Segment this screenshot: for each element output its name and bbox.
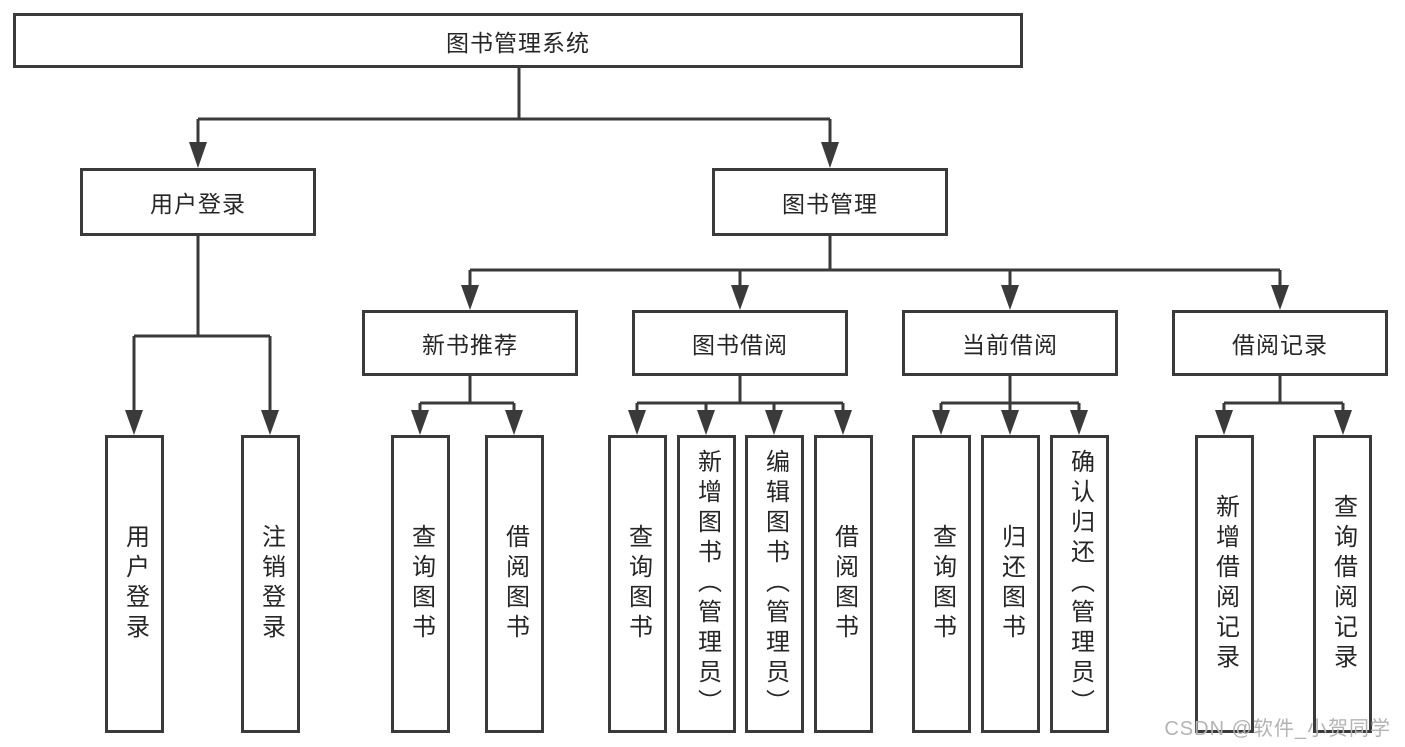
leaf-records-add-record: 新增借阅记录 xyxy=(1195,435,1254,733)
leaf-user-login: 用户登录 xyxy=(105,435,164,733)
leaf-label: 借阅图书 xyxy=(501,524,529,644)
node-library-management-system: 图书管理系统 xyxy=(13,13,1023,68)
arrowhead-icon xyxy=(628,410,646,435)
leaf-label: 查询图书 xyxy=(928,524,956,644)
arrowhead-icon xyxy=(697,410,715,435)
arrowhead-icon xyxy=(1070,410,1088,435)
arrowhead-icon xyxy=(1001,285,1019,310)
leaf-logout: 注销登录 xyxy=(241,435,300,733)
leaf-current-confirm-return-admin: 确认归还（管理员） xyxy=(1050,435,1109,733)
leaf-recommend-query-books: 查询图书 xyxy=(391,435,450,733)
watermark: CSDN @软件_小贺同学 xyxy=(1164,718,1391,740)
arrowhead-icon xyxy=(411,410,429,435)
leaf-label: 用户登录 xyxy=(121,524,149,644)
arrowhead-icon xyxy=(765,410,783,435)
leaf-label: 查询图书 xyxy=(407,524,435,644)
arrowhead-icon xyxy=(821,142,839,168)
arrowhead-icon xyxy=(261,410,279,435)
leaf-label: 归还图书 xyxy=(997,524,1025,644)
arrowhead-icon xyxy=(1271,285,1289,310)
leaf-borrowing-borrow-books: 借阅图书 xyxy=(814,435,873,733)
connector-path xyxy=(132,68,1345,411)
leaf-current-query-books: 查询图书 xyxy=(912,435,971,733)
leaf-recommend-borrow-books: 借阅图书 xyxy=(485,435,544,733)
node-book-management: 图书管理 xyxy=(712,168,948,236)
arrowhead-icon xyxy=(834,410,852,435)
arrowhead-icon xyxy=(1001,410,1019,435)
arrowhead-icon xyxy=(932,410,950,435)
arrowhead-icon xyxy=(1215,410,1233,435)
leaf-current-return-books: 归还图书 xyxy=(981,435,1040,733)
arrowhead-icon xyxy=(125,410,143,435)
arrowhead-icon xyxy=(189,142,207,168)
leaf-label: 查询借阅记录 xyxy=(1329,494,1357,674)
leaf-label: 编辑图书（管理员） xyxy=(761,449,789,719)
leaf-borrowing-edit-books-admin: 编辑图书（管理员） xyxy=(745,435,804,733)
node-borrowing-records: 借阅记录 xyxy=(1172,310,1388,376)
node-new-book-recommendation: 新书推荐 xyxy=(362,310,578,376)
arrowhead-icon xyxy=(505,410,523,435)
node-current-borrowing: 当前借阅 xyxy=(902,310,1118,376)
leaf-label: 新增借阅记录 xyxy=(1211,494,1239,674)
node-book-borrowing: 图书借阅 xyxy=(632,310,848,376)
leaf-label: 注销登录 xyxy=(257,524,285,644)
leaf-records-query-record: 查询借阅记录 xyxy=(1313,435,1372,733)
leaf-borrowing-query-books: 查询图书 xyxy=(608,435,667,733)
leaf-label: 新增图书（管理员） xyxy=(693,449,721,719)
leaf-label: 确认归还（管理员） xyxy=(1066,449,1094,719)
leaf-label: 借阅图书 xyxy=(830,524,858,644)
arrowhead-icon xyxy=(1334,410,1352,435)
arrowhead-icon xyxy=(461,285,479,310)
leaf-label: 查询图书 xyxy=(624,524,652,644)
arrowhead-icon xyxy=(731,285,749,310)
node-user-login: 用户登录 xyxy=(80,168,316,236)
leaf-borrowing-add-books-admin: 新增图书（管理员） xyxy=(677,435,736,733)
